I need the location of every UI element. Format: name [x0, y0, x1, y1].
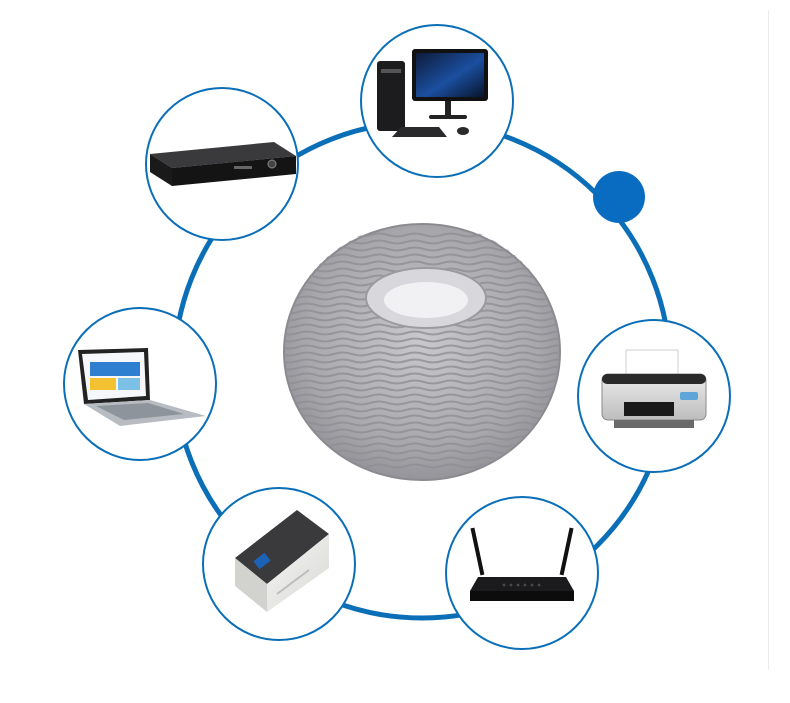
ethernet-wall-plate-icon	[235, 510, 329, 612]
device-badge	[63, 307, 217, 461]
desktop-computer-icon	[377, 49, 488, 137]
laptop-icon	[78, 348, 206, 426]
dvr-recorder-icon	[150, 142, 296, 186]
device-badge	[202, 487, 356, 641]
device-badge	[360, 24, 514, 178]
device-badge	[577, 319, 731, 473]
edge-divider	[768, 10, 769, 670]
device-badge-circle	[445, 496, 599, 650]
device-badge	[145, 87, 299, 241]
printer-icon	[601, 349, 707, 428]
wifi-router-icon	[470, 527, 574, 601]
cable-coil	[283, 223, 561, 481]
device-badge	[445, 496, 599, 650]
accent-dot	[593, 171, 645, 223]
